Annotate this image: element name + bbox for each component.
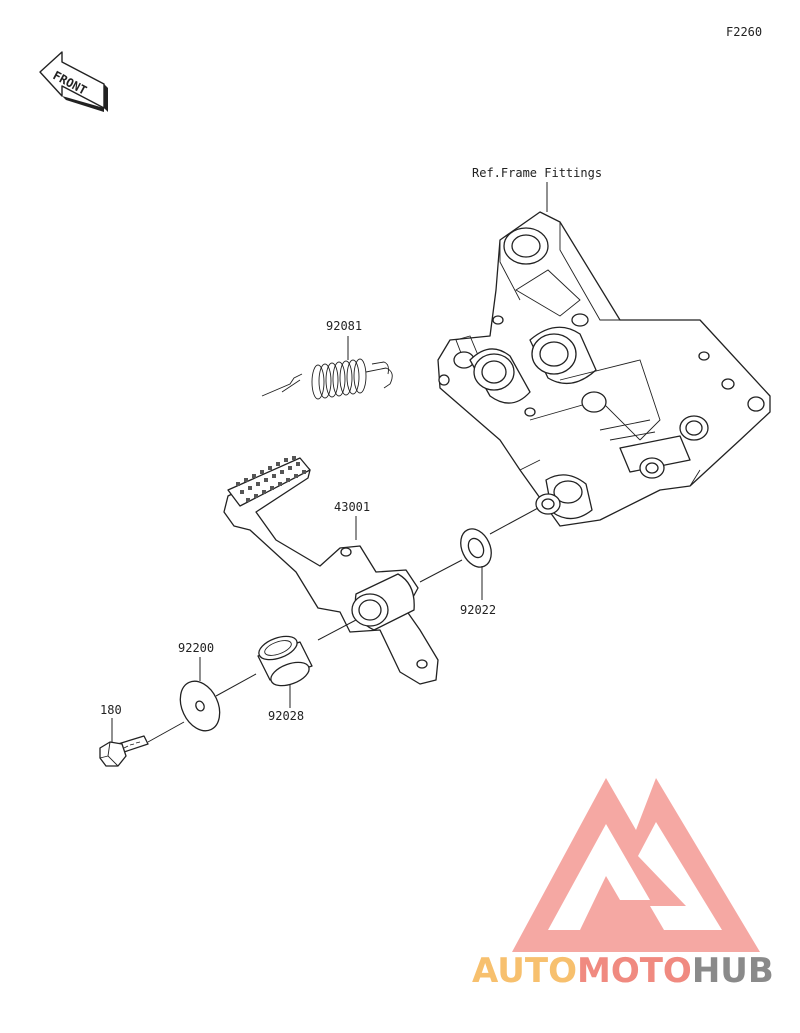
label-92028: 92028 <box>268 709 304 723</box>
label-92200: 92200 <box>178 641 214 655</box>
brake-pedal-43001 <box>223 456 439 685</box>
label-92022: 92022 <box>460 603 496 617</box>
reference-label: Ref.Frame Fittings <box>472 166 602 180</box>
label-180: 180 <box>100 703 122 717</box>
washer-92022 <box>460 528 492 568</box>
figure-code: F2260 <box>726 25 762 39</box>
watermark-logo-icon <box>512 778 760 952</box>
front-arrow-icon: FRONT <box>39 51 108 112</box>
watermark-segment-auto: AUTO <box>472 951 577 991</box>
watermark-text: AUTOMOTOHUB <box>472 951 774 991</box>
pedal-tread-pattern <box>236 456 306 502</box>
bushing-92028 <box>257 635 313 687</box>
watermark-segment-hub: HUB <box>692 951 774 991</box>
spring-92081 <box>261 358 393 400</box>
frame-fitting-bracket <box>437 211 771 527</box>
watermark-segment-moto: MOTO <box>577 951 692 991</box>
label-43001: 43001 <box>334 500 370 514</box>
label-92081: 92081 <box>326 319 362 333</box>
assembly-axis <box>147 507 539 743</box>
bolt-180 <box>99 735 149 767</box>
washer-92200 <box>179 680 221 732</box>
